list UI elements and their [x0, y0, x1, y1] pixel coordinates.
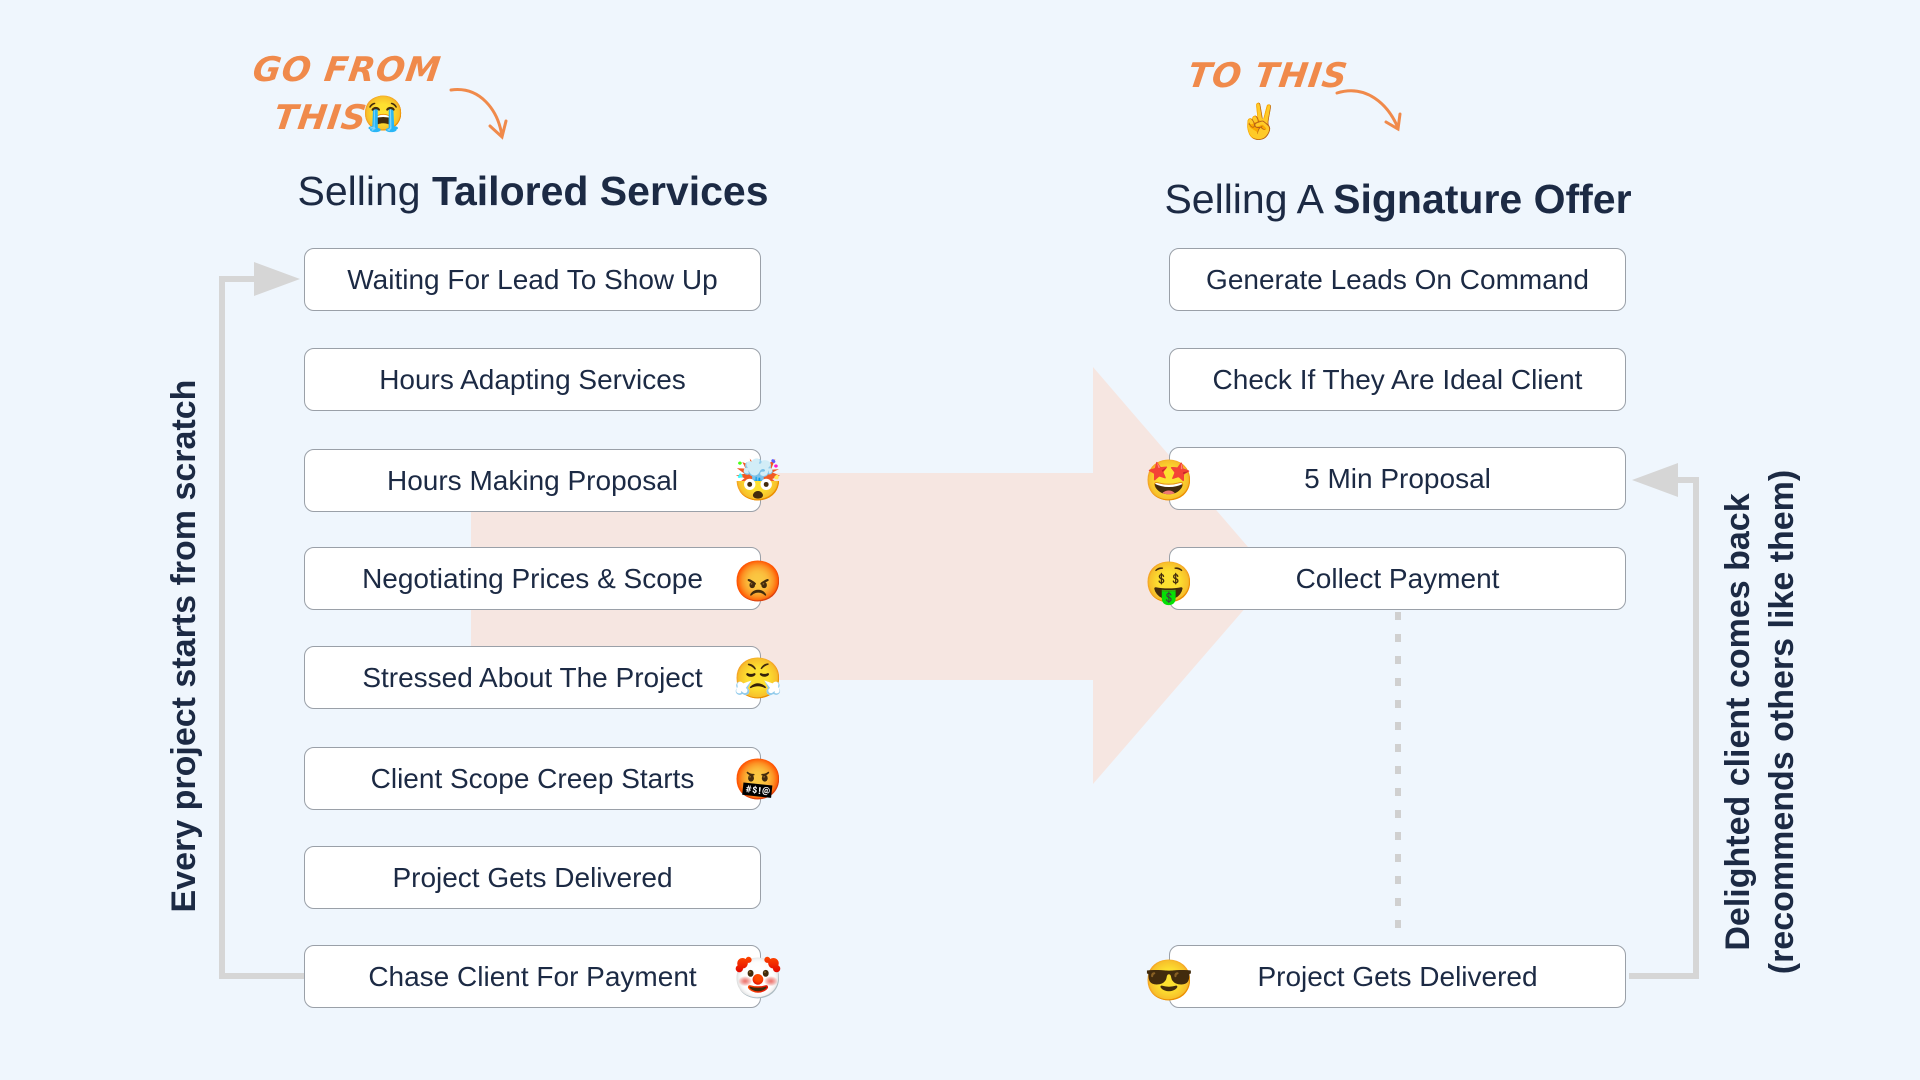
right-loop-line	[1629, 477, 1699, 979]
step-label: Generate Leads On Command	[1206, 263, 1589, 295]
money-mouth-icon: 🤑	[1144, 561, 1194, 605]
step-label: Hours Making Proposal	[386, 464, 679, 496]
step-label: Waiting For Lead To Show Up	[347, 263, 718, 295]
left-loop-label: Every project starts from scratch	[165, 379, 203, 913]
clown-face-icon: 🤡	[733, 957, 783, 1001]
to-this-annotation: TO THIS	[1185, 56, 1351, 96]
angry-face-icon: 😡	[733, 560, 783, 604]
step-label: Negotiating Prices & Scope	[362, 562, 703, 594]
this-annotation: THIS	[271, 98, 370, 138]
right-title-prefix: Selling A	[1164, 176, 1334, 222]
step-label: Check If They Are Ideal Client	[1212, 363, 1583, 395]
right-loop-label-line2: (recommends others like them)	[1763, 469, 1801, 975]
huffing-face-icon: 😤	[733, 657, 783, 701]
step-label: 5 Min Proposal	[1304, 462, 1491, 494]
left-loop-line	[219, 276, 304, 979]
cursing-face-icon: 🤬	[733, 758, 783, 802]
star-struck-icon: 🤩	[1144, 459, 1194, 503]
step-label: Hours Adapting Services	[379, 363, 686, 395]
left-step-box: Client Scope Creep Starts	[304, 747, 761, 810]
step-label: Collect Payment	[1295, 562, 1500, 594]
crying-face-icon: 😭	[362, 95, 405, 133]
left-title-bold: Tailored Services	[431, 168, 769, 214]
right-title-bold: Signature Offer	[1333, 176, 1632, 222]
right-loop-label: Delighted client comes back(recommends o…	[1716, 470, 1804, 974]
step-label: Chase Client For Payment	[368, 960, 697, 992]
left-loop-arrowhead	[254, 262, 300, 296]
left-step-box: Project Gets Delivered	[304, 846, 761, 909]
to-arrow-icon	[1335, 89, 1402, 132]
step-label: Project Gets Delivered	[1257, 960, 1538, 992]
left-step-box: Negotiating Prices & Scope	[304, 547, 761, 610]
right-step-box: Collect Payment	[1169, 547, 1626, 610]
step-label: Client Scope Creep Starts	[370, 762, 695, 794]
sunglasses-face-icon: 😎	[1144, 959, 1194, 1003]
left-title: Selling Tailored Services	[297, 168, 768, 215]
left-step-box: Waiting For Lead To Show Up	[304, 248, 761, 311]
go-from-annotation: GO FROM	[250, 50, 444, 90]
right-step-box: Project Gets Delivered	[1169, 945, 1626, 1008]
left-step-box: Chase Client For Payment	[304, 945, 761, 1008]
right-loop-label-line1: Delighted client comes back	[1719, 493, 1757, 951]
step-label: Stressed About The Project	[362, 661, 703, 693]
left-step-box: Hours Making Proposal	[304, 449, 761, 512]
left-step-box: Stressed About The Project	[304, 646, 761, 709]
exploding-head-icon: 🤯	[733, 459, 783, 503]
right-loop-arrowhead	[1632, 463, 1678, 497]
left-title-prefix: Selling	[297, 168, 432, 214]
right-step-box: Generate Leads On Command	[1169, 248, 1626, 311]
left-step-box: Hours Adapting Services	[304, 348, 761, 411]
victory-hand-icon: ✌️	[1238, 103, 1281, 141]
from-arrow-icon	[449, 88, 508, 140]
right-title: Selling A Signature Offer	[1164, 176, 1631, 223]
right-step-box: Check If They Are Ideal Client	[1169, 348, 1626, 411]
step-label: Project Gets Delivered	[392, 861, 673, 893]
right-step-box: 5 Min Proposal	[1169, 447, 1626, 510]
